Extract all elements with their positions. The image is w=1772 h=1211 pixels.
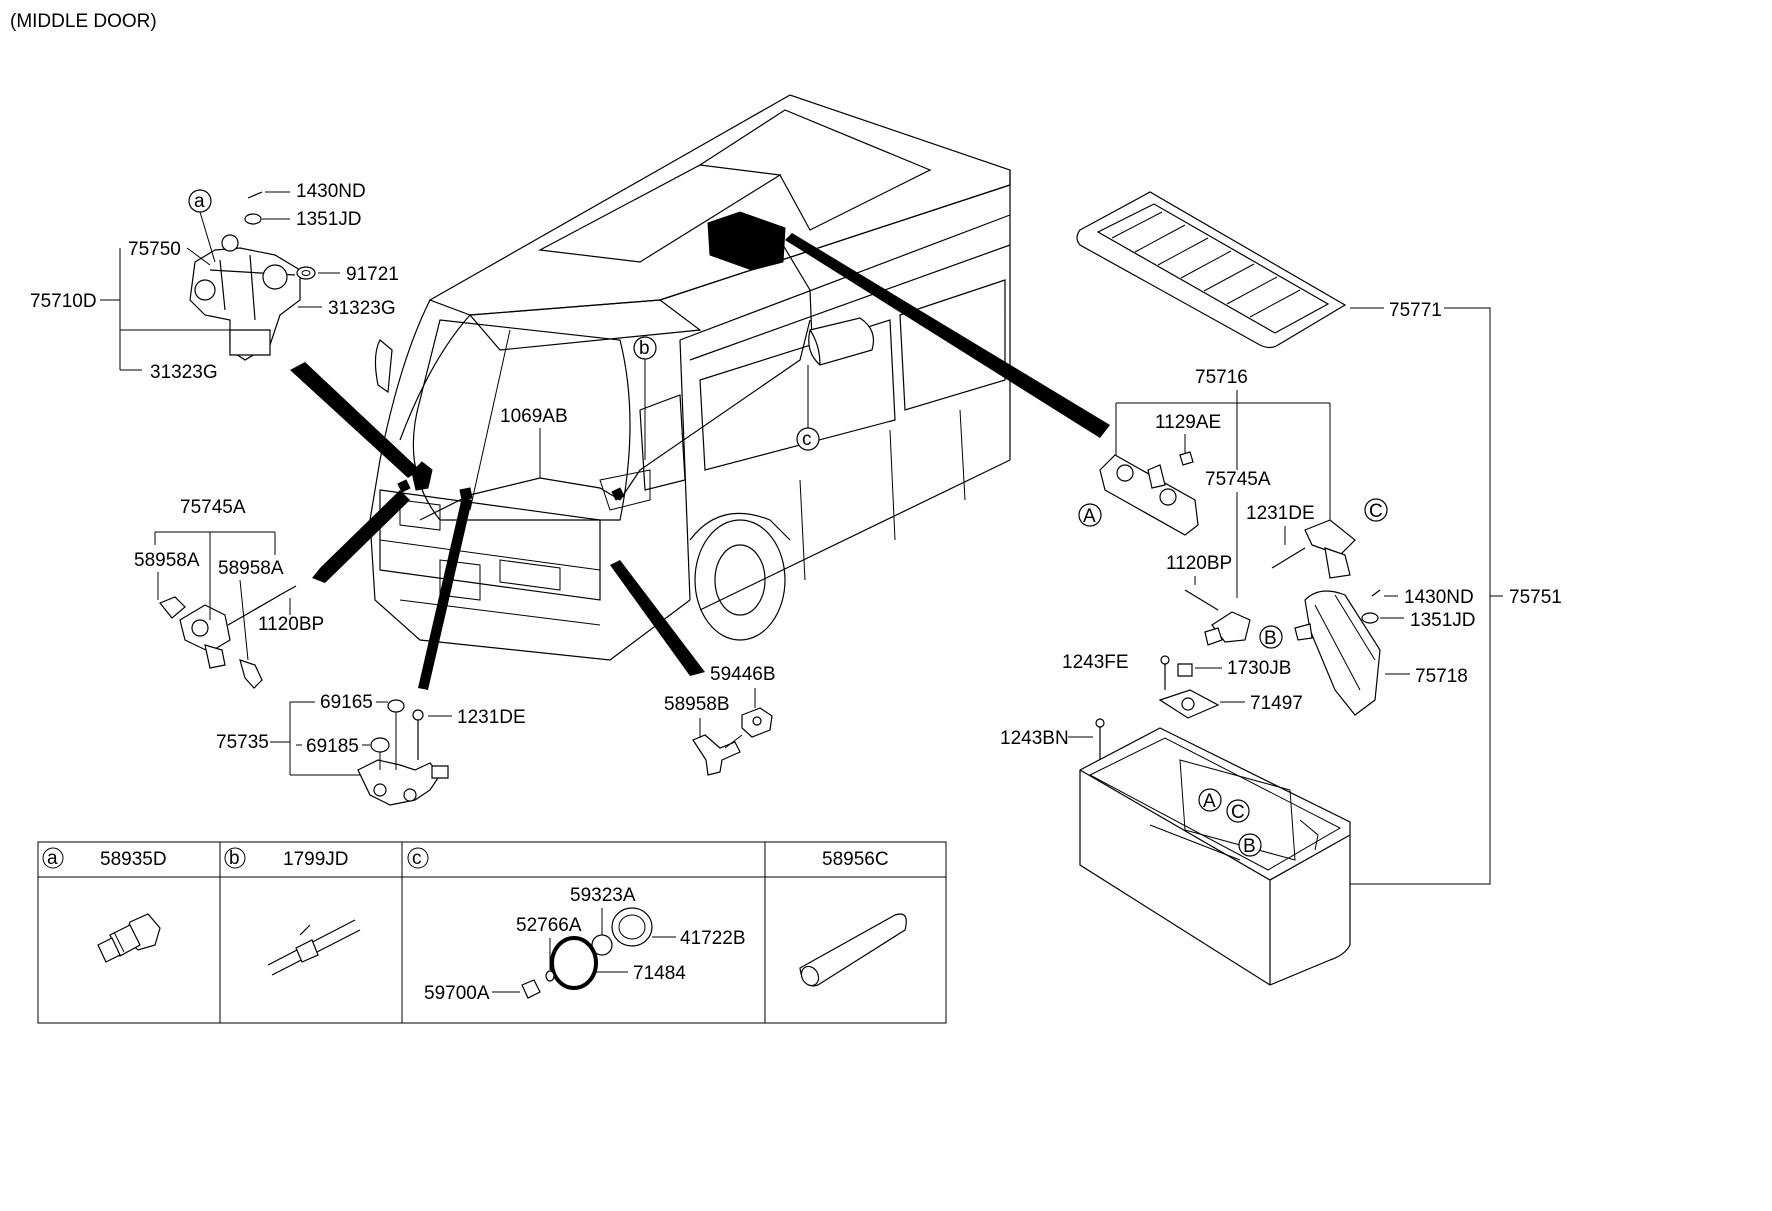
label-1120BP-left: 1120BP: [258, 614, 324, 635]
labels-center: 1069AB b c: [500, 336, 820, 478]
label-58958B: 58958B: [664, 694, 730, 715]
label-75735: 75735: [216, 732, 269, 753]
label-1069AB: 1069AB: [500, 406, 568, 427]
label-1231DE-right: 1231DE: [1246, 503, 1315, 524]
label-1243BN: 1243BN: [1000, 728, 1069, 749]
label-75750: 75750: [128, 239, 181, 260]
page-title: (MIDDLE DOOR): [10, 11, 157, 32]
callouts-box: A C B: [1198, 788, 1262, 857]
box-75751: [1079, 727, 1351, 986]
manifold-75716: [1099, 451, 1381, 716]
callout-A2: A: [1203, 791, 1216, 812]
legend-code-1799JD: 1799JD: [283, 849, 349, 870]
callout-B1-circle: [1259, 625, 1283, 649]
legend-table: a 58935D b 1799JD c 58956C: [37, 841, 947, 1024]
label-41722B: 41722B: [680, 928, 746, 949]
label-75771: 75771: [1389, 300, 1442, 321]
callout-C2-circle: [1226, 799, 1250, 823]
label-75718: 75718: [1415, 666, 1468, 687]
label-31323G-a: 31323G: [328, 298, 396, 319]
label-58958A-right: 58958A: [218, 558, 284, 579]
label-75745A-left: 75745A: [180, 497, 246, 518]
leader-bands: [290, 233, 1110, 690]
label-1351JD-a: 1351JD: [296, 209, 362, 230]
label-69165: 69165: [320, 692, 373, 713]
label-59700A: 59700A: [424, 983, 490, 1004]
mount-parts: [1095, 655, 1220, 760]
label-1351JD-b: 1351JD: [1410, 610, 1476, 631]
callout-c: c: [802, 429, 812, 450]
legend-code-58956C: 58956C: [822, 849, 889, 870]
legend-letter-a: a: [47, 848, 58, 869]
label-75745A-right: 75745A: [1205, 469, 1271, 490]
legend-letter-b: b: [229, 848, 240, 869]
label-1430ND-b: 1430ND: [1404, 587, 1474, 608]
valve-assembly-75710D: [189, 191, 316, 361]
label-59446B: 59446B: [710, 664, 776, 685]
labels-75735: 69165 1231DE 75735 69185: [216, 692, 526, 776]
callouts-right: A C B: [1078, 498, 1388, 649]
label-52766A: 52766A: [516, 915, 582, 936]
callout-B2-circle: [1238, 833, 1262, 857]
labels-right-top: 75771 75751 75716 1129AE 75745A 1231DE 1…: [1115, 300, 1562, 885]
seal-kit-c: [521, 907, 653, 999]
callout-b: b: [639, 338, 650, 359]
callout-C1-circle: [1364, 498, 1388, 522]
fitting-assembly-75745A-left: [159, 585, 297, 689]
callout-a: a: [194, 191, 205, 212]
callout-B1: B: [1264, 628, 1277, 649]
label-31323G-b: 31323G: [150, 362, 218, 383]
label-1120BP-right: 1120BP: [1166, 553, 1232, 574]
valve-assembly-75735: [357, 699, 449, 806]
label-91721: 91721: [346, 264, 399, 285]
fitting-58935D: [97, 913, 161, 963]
cover-75771: [1076, 191, 1347, 349]
label-1430ND-a: 1430ND: [296, 181, 366, 202]
label-75710D: 75710D: [30, 291, 97, 312]
label-75751: 75751: [1509, 587, 1562, 608]
callout-C1: C: [1369, 501, 1383, 522]
legend-letter-c: c: [412, 848, 422, 869]
legend-code-58935D: 58935D: [100, 849, 167, 870]
clip-1799JD: [267, 919, 361, 976]
label-58958A-left: 58958A: [134, 550, 200, 571]
labels-59446B: 59446B 58958B: [664, 664, 776, 738]
labels-top-left: a 1430ND 1351JD 75750 91721 75710D 31323…: [30, 181, 399, 383]
labels-legend-c: 59323A 52766A 41722B 71484 59700A: [424, 885, 746, 1004]
label-1129AE: 1129AE: [1155, 412, 1221, 433]
label-69185: 69185: [306, 736, 359, 757]
callout-A2-circle: [1198, 788, 1222, 812]
label-1243FE: 1243FE: [1062, 652, 1129, 673]
tube-58956C: [799, 913, 907, 987]
callout-B2: B: [1243, 836, 1256, 857]
callout-A1-circle: [1078, 503, 1102, 527]
label-71497: 71497: [1250, 693, 1303, 714]
label-59323A: 59323A: [570, 885, 636, 906]
bus-illustration: [369, 94, 1011, 661]
label-71484: 71484: [633, 963, 686, 984]
label-1730JB: 1730JB: [1227, 658, 1291, 679]
label-75716: 75716: [1195, 367, 1248, 388]
callout-C2: C: [1231, 802, 1245, 823]
fitting-59446B-58958B: [692, 707, 773, 776]
callout-A1: A: [1083, 506, 1096, 527]
labels-mount: 1243FE 1730JB 71497 1243BN: [1000, 652, 1303, 749]
label-1231DE-left: 1231DE: [457, 707, 526, 728]
labels-75745A-left: 75745A 58958A 58958A 1120BP: [134, 497, 324, 661]
